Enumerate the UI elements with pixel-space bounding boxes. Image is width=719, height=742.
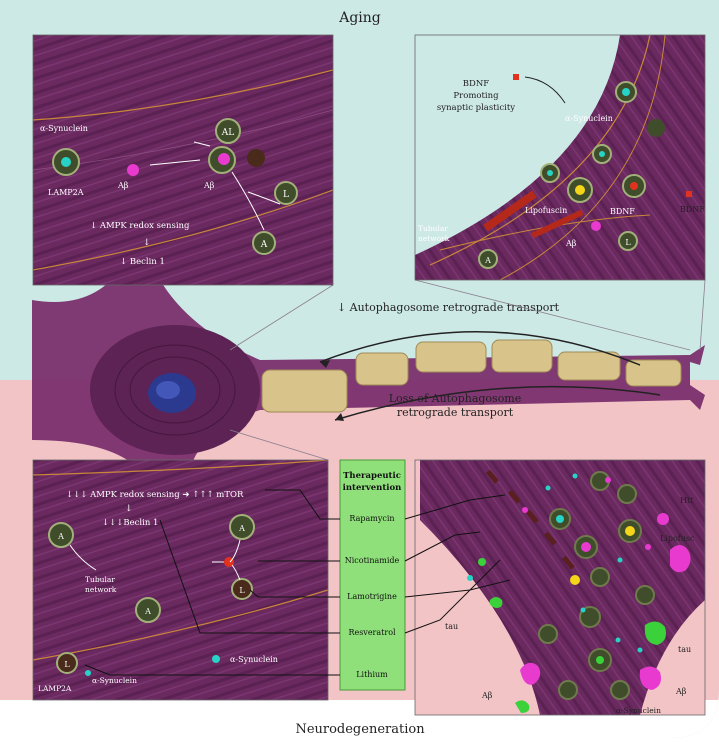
therapy-title-2: intervention [343,483,402,493]
title-aging: Aging [338,10,381,26]
bl-tubular-1: Tubular [85,575,115,584]
therapy-title-1: Therapeutic [343,471,401,481]
tl-lamp2a: LAMP2A [48,188,84,197]
tr-synuclein: α-Synuclein [565,114,613,123]
tr-abeta: Aβ [565,239,577,248]
panel-top-left: AL L A α-Synuclein LAMP2A Aβ Aβ ↓ AMPK r… [33,35,333,285]
drug-lithium: Lithium [356,670,388,679]
bl-l2: L [64,660,70,669]
panel-bottom-left: A A A L L ↓↓↓ AMPK redox sensing ➜ ↑↑↑ m… [33,460,328,700]
bl-lamp2a: LAMP2A [38,684,72,693]
tl-abeta2: Aβ [203,181,215,190]
br-synuclein: α-Synuclein [616,706,661,715]
panel-top-right: A L BDNF Promoting synaptic plasticity α… [415,35,705,280]
title-neurodegeneration: Neurodegeneration [295,722,425,737]
bl-a2: A [238,524,245,533]
bl-synuclein-1: α-Synuclein [92,676,137,685]
bl-arrow: ↓ [125,504,133,514]
tl-a: A [260,240,268,250]
tl-l: L [283,190,289,200]
bl-beclin: ↓↓↓Beclin 1 [102,518,158,528]
br-abeta-left: Aβ [481,691,493,700]
br-abeta-right: Aβ [675,687,687,696]
tr-bdnf-edge: BDNF [680,205,705,214]
tl-arrow: ↓ [143,238,151,248]
br-tau-left: tau [445,622,458,631]
bl-a1: A [57,532,64,541]
tl-al: AL [221,128,234,138]
tr-lipofuscin: Lipofuscin [525,206,567,215]
tr-bdnf-mid: BDNF [610,207,635,216]
tl-ampk: ↓ AMPK redox sensing [90,221,190,231]
tr-l: L [625,238,631,247]
tr-tubular-1: Tubular [418,224,448,233]
upper-transport-label: ↓ Autophagosome retrograde transport [337,301,560,314]
bl-tubular-2: network [85,585,117,594]
tl-beclin: ↓ Beclin 1 [120,257,165,267]
tl-synuclein: α-Synuclein [40,124,88,133]
drug-lamotrigine: Lamotrigine [347,592,397,601]
tr-bdnf-1: BDNF [463,79,489,89]
lower-transport-label-1: Loss of Autophagosome [389,392,522,405]
tl-abeta: Aβ [117,181,129,190]
drug-resveratrol: Resveratrol [348,628,396,637]
drug-nicotinamide: Nicotinamide [345,556,400,565]
lower-transport-label-2: retrograde transport [397,406,514,419]
panel-bottom-right: Htt Lipofusc tau tau Aβ Aβ α-Synuclein [415,460,705,715]
bl-ampk: ↓↓↓ AMPK redox sensing ➜ ↑↑↑ mTOR [66,490,244,500]
br-tau-right: tau [678,645,691,654]
tr-a: A [484,256,491,265]
br-lipofuscin: Lipofusc [660,534,695,543]
tr-bdnf-2: Promoting [453,91,499,101]
bl-a3: A [144,607,151,616]
bl-l1: L [239,586,245,595]
bl-synuclein-2: α-Synuclein [230,655,278,664]
br-htt: Htt [680,496,694,505]
tr-tubular-2: network [418,234,450,243]
drug-rapamycin: Rapamycin [349,514,394,523]
tr-bdnf-3: synaptic plasticity [437,103,515,113]
therapy-box [340,460,405,690]
